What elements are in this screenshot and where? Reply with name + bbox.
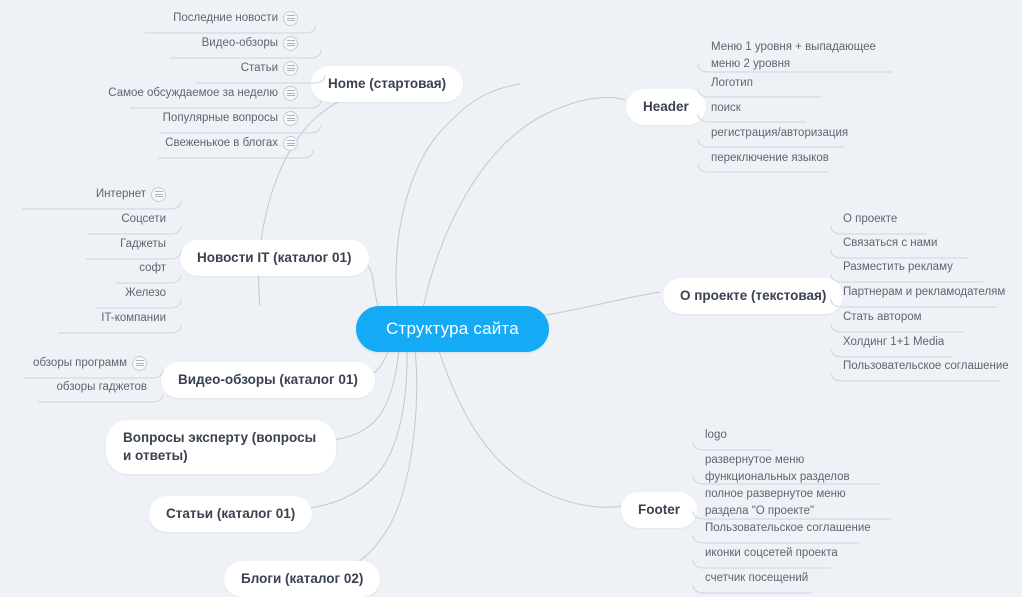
leaf-label: регистрация/авторизация [711,127,849,139]
leaf-home-3[interactable]: Самое обсуждаемое за неделю [60,82,303,107]
leaf-label: софт [139,262,166,274]
leaf-home-2[interactable]: Статьи [60,57,303,82]
leaf-label: Видео-обзоры [201,37,278,49]
branch-node-blogs[interactable]: Блоги (каталог 02) [224,561,381,597]
leaf-label: Стать автором [843,311,922,323]
leaf-label: Статьи [240,62,278,74]
leaf-video-0[interactable]: обзоры программ [0,352,152,377]
leaf-label: Меню 1 уровня + выпадающее меню 2 уровня [711,41,876,70]
branch-label-about: О проекте (текстовая) [680,288,827,303]
leaf-label: Интернет [95,188,146,200]
leaf-footer-3[interactable]: Пользовательское соглашение [700,517,876,542]
branch-label-news-it: Новости IT (каталог 01) [197,250,352,265]
leaf-label: Пользовательское соглашение [705,522,871,534]
leaf-label: полное развернутое меню раздела "О проек… [705,488,846,517]
note-icon [283,85,298,101]
leaf-label: переключение языков [711,152,829,164]
branch-label-footer: Footer [638,502,680,517]
leaf-label: Партнерам и рекламодателям [843,286,1006,298]
branch-node-news-it[interactable]: Новости IT (каталог 01) [180,240,369,277]
leaf-about-4[interactable]: Стать автором [838,306,927,331]
branch-label-articles: Статьи (каталог 01) [166,506,296,521]
leaf-label: Разместить рекламу [843,261,953,273]
note-icon [283,110,298,126]
leaf-header-2[interactable]: поиск [706,97,746,122]
leaf-about-6[interactable]: Пользовательское соглашение [838,355,1014,380]
note-icon [283,135,298,151]
note-icon [132,355,147,371]
leaf-home-1[interactable]: Видео-обзоры [60,32,303,57]
leaf-news-3[interactable]: софт [0,257,171,282]
leaf-news-0[interactable]: Интернет [0,183,171,208]
leaf-label: Логотип [711,77,753,89]
leaf-label: Пользовательское соглашение [843,360,1009,372]
leaf-label: счетчик посещений [705,572,809,584]
leaf-footer-0[interactable]: logo [700,424,732,449]
leaf-about-3[interactable]: Партнерам и рекламодателям [838,281,1010,306]
leaf-label: IT-компании [101,312,166,324]
note-icon [151,186,166,202]
leaf-news-5[interactable]: IT-компании [0,307,171,332]
note-icon [283,10,298,26]
branch-node-footer[interactable]: Footer [621,492,697,529]
leaf-header-1[interactable]: Логотип [706,72,758,97]
leaf-label: Соцсети [121,213,166,225]
leaf-news-1[interactable]: Соцсети [0,208,171,233]
leaf-footer-5[interactable]: счетчик посещений [700,567,813,592]
leaf-news-4[interactable]: Железо [0,282,171,307]
branch-node-video[interactable]: Видео-обзоры (каталог 01) [161,362,375,399]
leaf-label: Железо [125,287,166,299]
branch-label-blogs: Блоги (каталог 02) [241,571,364,586]
leaf-label: иконки соцсетей проекта [705,547,838,559]
leaf-video-1[interactable]: обзоры гаджетов [0,376,152,401]
note-icon [283,60,298,76]
leaf-home-4[interactable]: Популярные вопросы [60,107,303,132]
leaf-label: logo [705,429,727,441]
branch-node-header[interactable]: Header [626,89,706,126]
leaf-about-1[interactable]: Связаться с нами [838,232,942,257]
leaf-label: поиск [711,102,741,114]
leaf-label: обзоры программ [33,357,127,369]
branch-label-expert: Вопросы эксперту (вопросы и ответы) [123,430,317,464]
leaf-label: обзоры гаджетов [56,381,147,393]
leaf-label: Связаться с нами [843,237,938,249]
branch-node-home[interactable]: Home (стартовая) [311,66,464,103]
leaf-label: Свеженькое в блогах [165,137,278,149]
branch-label-header: Header [643,99,689,114]
leaf-header-4[interactable]: переключение языков [706,147,834,172]
branch-label-home: Home (стартовая) [328,76,447,91]
branch-label-video: Видео-обзоры (каталог 01) [178,372,358,387]
leaf-about-2[interactable]: Разместить рекламу [838,256,958,281]
leaf-header-3[interactable]: регистрация/авторизация [706,122,853,147]
root-node[interactable]: Структура сайта [356,306,549,352]
branch-node-expert[interactable]: Вопросы эксперту (вопросы и ответы) [106,420,336,475]
leaf-about-5[interactable]: Холдинг 1+1 Media [838,331,949,356]
leaf-label: О проекте [843,213,898,225]
leaf-home-0[interactable]: Последние новости [60,7,303,32]
leaf-label: развернутое меню функциональных разделов [705,454,850,483]
leaf-home-5[interactable]: Свеженькое в блогах [60,132,303,157]
leaf-label: Холдинг 1+1 Media [843,336,945,348]
leaf-about-0[interactable]: О проекте [838,208,902,233]
branch-node-about[interactable]: О проекте (текстовая) [663,278,844,315]
leaf-label: Последние новости [173,12,278,24]
root-node-label: Структура сайта [386,319,519,338]
leaf-footer-4[interactable]: иконки соцсетей проекта [700,542,843,567]
branch-node-articles[interactable]: Статьи (каталог 01) [149,496,313,533]
leaf-label: Гаджеты [120,238,166,250]
leaf-news-2[interactable]: Гаджеты [0,233,171,258]
note-icon [283,35,298,51]
leaf-label: Самое обсуждаемое за неделю [108,87,278,99]
leaf-label: Популярные вопросы [162,112,278,124]
